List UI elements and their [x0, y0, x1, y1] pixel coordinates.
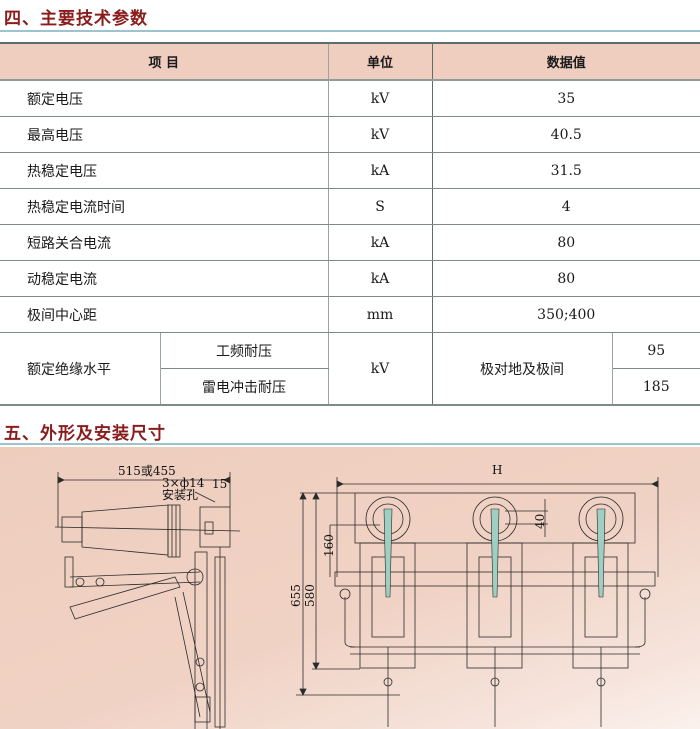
row-value: 80	[432, 260, 700, 297]
insulation-sub-item: 雷电冲击耐压	[160, 368, 329, 406]
row-item: 短路关合电流	[0, 224, 329, 261]
header-item: 项 目	[0, 42, 329, 81]
dim-height-total: 655	[289, 584, 303, 607]
row-item: 热稳定电压	[0, 152, 329, 189]
dim-height-upper: 160	[322, 534, 336, 557]
row-value: 350;400	[432, 296, 700, 333]
row-unit: mm	[328, 296, 433, 333]
insulation-unit: kV	[328, 332, 433, 406]
row-unit: kA	[328, 260, 433, 297]
header-value: 数据值	[432, 42, 700, 81]
table-row: 极间中心距 mm 350;400	[0, 296, 700, 333]
table-row-insulation: 额定绝缘水平 工频耐压 kV 极对地及极间 95	[0, 332, 700, 406]
section-divider	[0, 443, 700, 445]
row-item: 最高电压	[0, 116, 329, 153]
dimension-drawing: 515或455 3×ф14 安装孔 15 H 655 580 160 40	[0, 447, 700, 729]
dim-width-front: H	[492, 463, 502, 477]
front-view-drawing	[296, 477, 659, 727]
row-item: 极间中心距	[0, 296, 329, 333]
section-title-specs: 四、主要技术参数	[4, 9, 148, 29]
dim-holes: 3×ф14	[162, 476, 205, 490]
table-row: 最高电压 kV 40.5	[0, 116, 700, 153]
blade-group	[383, 508, 606, 598]
section-title-dimensions: 五、外形及安装尺寸	[4, 424, 166, 444]
side-view-drawing	[54, 472, 241, 729]
table-row-insulation: 雷电冲击耐压 185	[0, 368, 700, 406]
insulation-sub-item: 工频耐压	[160, 332, 329, 369]
table-row: 短路关合电流 kA 80	[0, 224, 700, 261]
insulation-condition: 极对地及极间	[432, 332, 613, 406]
dim-height-inner: 580	[303, 584, 317, 607]
row-unit: kV	[328, 79, 433, 117]
table-row: 动稳定电流 kA 80	[0, 260, 700, 297]
section-divider	[0, 30, 700, 32]
table-row: 额定电压 kV 35	[0, 79, 700, 117]
row-value: 80	[432, 224, 700, 261]
row-unit: kV	[328, 116, 433, 153]
row-item: 额定电压	[0, 79, 329, 117]
table-row: 热稳定电压 kA 31.5	[0, 152, 700, 189]
table-row: 热稳定电流时间 S 4	[0, 188, 700, 225]
row-unit: S	[328, 188, 433, 225]
row-item: 动稳定电流	[0, 260, 329, 297]
dim-holes-label: 安装孔	[162, 487, 198, 502]
row-value: 35	[432, 79, 700, 117]
dim-spacing: 40	[533, 514, 547, 529]
dim-edge: 15	[212, 477, 227, 491]
header-unit: 单位	[328, 42, 433, 81]
row-value: 40.5	[432, 116, 700, 153]
row-unit: kA	[328, 224, 433, 261]
insulation-value: 95	[612, 332, 700, 369]
technical-drawing: 515或455 3×ф14 安装孔 15 H 655 580 160 40	[54, 463, 659, 729]
insulation-item: 额定绝缘水平	[0, 332, 161, 406]
row-value: 4	[432, 188, 700, 225]
table-header-row: 项 目 单位 数据值	[0, 42, 700, 81]
spec-table: 项 目 单位 数据值 额定电压 kV 35 最高电压 kV 40.5 热稳定电压…	[0, 42, 700, 406]
row-unit: kA	[328, 152, 433, 189]
insulation-value: 185	[612, 368, 700, 406]
row-item: 热稳定电流时间	[0, 188, 329, 225]
row-value: 31.5	[432, 152, 700, 189]
dim-width-side: 515或455	[118, 464, 176, 478]
